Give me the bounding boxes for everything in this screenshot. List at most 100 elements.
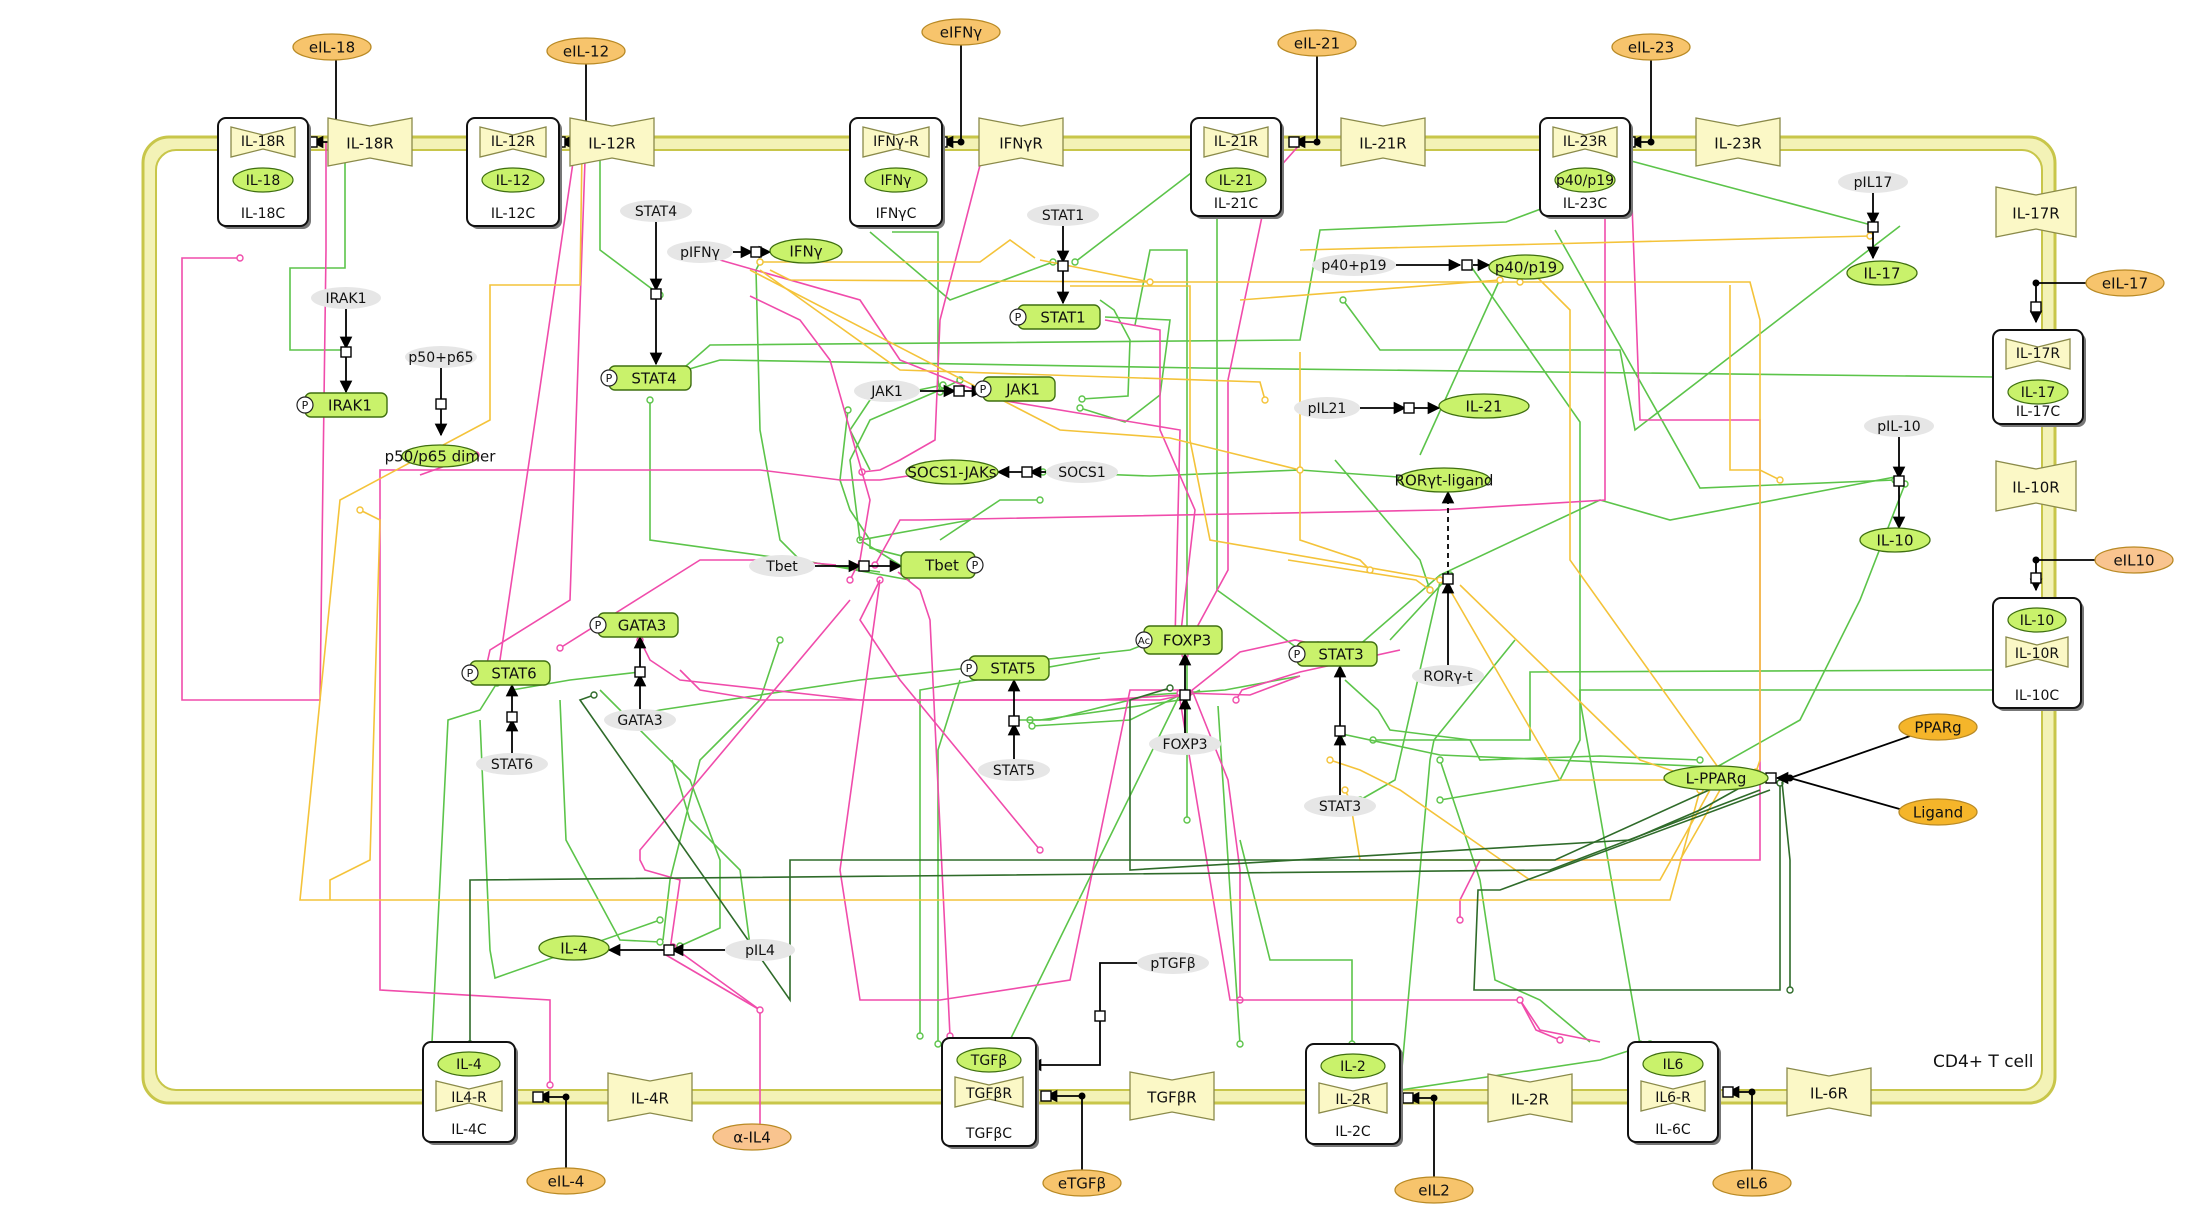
edge-22 [1134,249,1188,820]
eil-21-shape [1277,29,1357,57]
protein-label: JAK1 [1005,381,1040,399]
source-shape [725,939,795,961]
source-label: STAT3 [1319,799,1361,815]
il-4r-receptor: IL-4R [607,1072,693,1122]
modification-site [966,556,984,574]
edge-15 [1373,669,1994,741]
complex-ligand-label: IL-4 [456,1057,482,1073]
complex-label: IL-17C [2016,404,2061,420]
edge-end-75 [1516,996,1524,1004]
il-23r-receptor: IL-23R [1695,117,1781,167]
eil6-node: eIL6 [1712,1169,1792,1197]
reaction-node-13 [506,711,518,723]
modification-site [1288,645,1306,663]
modification-label: P [980,383,987,396]
source-label: pIL4 [745,943,775,959]
complex-ligand-label: IFNγ [881,173,912,189]
association-dot-7 [562,1093,570,1101]
receptor-label: IFNγR [999,135,1043,153]
edge-end-36 [1028,722,1036,730]
stat5-source: STAT5 [978,759,1050,781]
edge-end-65 [546,1081,554,1089]
receptor-label: IL-23R [1714,135,1761,153]
edge-end-81 [1436,576,1444,584]
protein-label: STAT4 [631,370,676,388]
receptor-shape [607,1072,693,1122]
edge-end-24 [844,406,852,414]
receptor-label: IL-6R [1810,1085,1848,1103]
edge-end-4 [1071,258,1079,266]
eil-23-label: eIL-23 [1628,39,1674,57]
receptor-shape [1487,1073,1573,1123]
il-21-label: IL-21 [1465,398,1502,416]
protein-label: GATA3 [618,617,667,635]
complex-receptor-shape [1318,1082,1388,1114]
eil-4-shape [526,1167,606,1195]
source-shape [854,380,920,402]
eil-18-label: eIL-18 [309,39,355,57]
modification-label: P [302,399,309,412]
source-shape [405,346,477,368]
modification-site [600,369,618,387]
protein-label: IRAK1 [328,397,372,415]
eifn-node: eIFNγ [921,18,1001,46]
edge-end-85 [1516,278,1524,286]
edge-end-23 [1076,404,1084,412]
edge-101 [1781,781,1791,990]
association-dot-11 [1786,774,1794,782]
jak1-protein: JAK1 P [974,376,1056,402]
ligand-shape [1898,798,1978,826]
etgf-shape [1042,1169,1122,1197]
association-dot-4 [1647,138,1655,146]
il-2r-receptor: IL-2R [1487,1073,1573,1123]
eil10-label: eIL10 [2113,552,2154,570]
eil2-shape [1394,1176,1474,1204]
il-17r-receptor: IL-17R [1995,186,2077,238]
edge-end-91 [1341,786,1349,794]
complex-ligand-label: IL-10 [2020,613,2055,629]
reaction-node-19 [1094,1010,1106,1022]
association-dot-3 [1313,138,1321,146]
edge-82 [769,269,1151,283]
edge-38 [937,679,961,1044]
source-shape [1027,204,1099,226]
stat3-source: STAT3 [1304,795,1376,817]
ptgf-source: pTGFβ [1137,952,1209,974]
pparg-shape [1898,713,1978,741]
complex-receptor-shape [1552,126,1618,158]
irak1-protein: IRAK1 P [296,392,388,418]
source-shape [1149,733,1221,755]
il-21r-receptor: IL-21R [1340,117,1426,167]
complex-receptor-label: IL-10R [2015,646,2060,662]
reaction-node-31 [1722,1086,1734,1098]
tgf-r-receptor: TGFβR [1129,1071,1215,1121]
modification-site [461,664,479,682]
il4-label: α-IL4 [733,1129,771,1147]
edge-13 [1334,459,1431,591]
p50-p65-dimer-node: p50/p65 dimer [385,444,496,468]
complex-ligand-shape [864,167,928,193]
p50-p65-source: p50+p65 [405,346,477,368]
ifn-shape [769,238,843,264]
edge-end-95 [1296,466,1304,474]
source-label: FOXP3 [1162,737,1207,753]
eil-12-node: eIL-12 [546,37,626,65]
edge-end-89 [1366,566,1374,574]
irak1-source: IRAK1 [311,287,381,309]
edge-end-32 [676,942,684,950]
complex-ligand-label: IL-17 [2021,385,2056,401]
socs1-jaks-shape [905,459,999,485]
edge-31 [511,671,641,691]
edge-32 [599,689,721,947]
modification-site [296,396,314,414]
protein-label: Tbet [924,557,959,575]
reaction-node-27 [2030,572,2042,584]
modification-site [960,659,978,677]
complex-label: IL-18C [241,206,286,222]
receptor-label: IL-12R [588,135,635,153]
reaction-node-5 [1461,259,1473,271]
